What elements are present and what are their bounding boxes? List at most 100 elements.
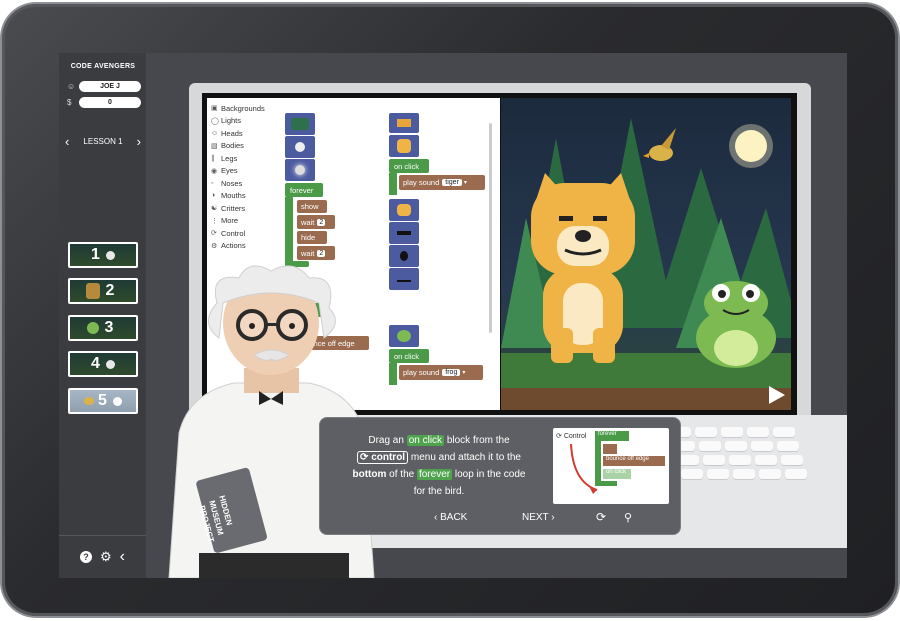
level-3-button[interactable]: 3 [68,315,138,341]
status-dot-icon [112,396,122,406]
reset-icon[interactable]: ⟳ [596,510,607,524]
legs-icon: ∥ [211,155,215,163]
tiger-thumbnail-icon [85,283,100,299]
level-2-button[interactable]: 2 [68,278,138,304]
palette-item-legs[interactable]: ∥Legs [211,153,238,163]
level-number: 5 [98,392,107,409]
light-block[interactable] [285,136,315,158]
chevron-right-icon: › [548,512,555,523]
play-icon[interactable] [769,386,785,404]
palette-item-control[interactable]: ⟳Control [211,228,246,238]
preview-bounce: bounce off edge [603,456,665,466]
hint-bulb-icon[interactable]: ⚲ [624,512,633,524]
palette-item-actions[interactable]: ⚙Actions [211,241,246,251]
sidebar-footer: ? ⚙ ‹ [59,535,146,578]
more-icon: ⋮ [211,217,218,225]
tiger-legs-block[interactable] [389,113,419,133]
coins-count: 0 [79,96,141,108]
dropdown-icon: ▾ [462,370,466,376]
level-number: 1 [91,246,100,263]
next-button[interactable]: NEXT › [522,512,555,523]
palette-item-noses[interactable]: ◦Noses [211,178,243,188]
instruction-panel: Drag an on click block from the ⟳ contro… [319,417,681,535]
control-icon: ⟳ [211,230,217,238]
preview-forever-arm [595,441,601,481]
actions-icon: ⚙ [211,242,218,250]
workspace-scrollbar[interactable] [489,123,492,333]
preview-forever: forever [595,431,629,441]
mouth-icon: ◑ [211,192,216,200]
critter-icon: ☯ [211,205,218,213]
chevron-left-icon: ‹ [434,512,441,523]
bird-sprite [643,128,676,161]
hint-preview: ⟳ Control forever bounce off edge on cli… [553,428,669,504]
forest-scene [501,118,791,410]
nose-icon: ◦ [211,179,214,187]
forever-block-arm [285,197,293,263]
user-icon: ☺ [67,81,76,91]
control-highlight: ⟳ control [357,451,409,464]
app-screen: CODE AVENGERS ☺ JOE J $ 0 ‹ LESSON 1 › 1… [59,53,847,578]
tiger-head-block[interactable] [389,135,419,157]
level-1-button[interactable]: 1 [68,242,138,268]
preview-on-click: on click [603,469,631,479]
preview-move [603,444,617,454]
show-block[interactable]: show [297,200,327,213]
palette-item-mouths[interactable]: ◑Mouths [211,191,246,201]
frog-sprite [696,281,776,368]
logo: CODE AVENGERS [70,63,136,70]
user-name: JOE J [79,80,141,92]
sidebar: CODE AVENGERS ☺ JOE J $ 0 ‹ LESSON 1 › 1… [59,53,146,578]
palette-item-critters[interactable]: ☯Critters [211,203,246,213]
tiger-sprite [531,173,635,363]
keyboard-keys [659,427,819,497]
bulb-icon: ◯ [211,117,219,125]
instruction-text: Drag an on click block from the ⟳ contro… [352,435,526,497]
hide-block[interactable]: hide [297,231,327,244]
control-icon: ⟳ [360,452,372,463]
palette-item-heads[interactable]: ☺Heads [211,128,243,138]
palette-item-backgrounds[interactable]: ▣Backgrounds [211,103,265,113]
dropdown-icon: ▾ [463,180,467,186]
level-5-button[interactable]: 5 [68,388,138,414]
gear-icon[interactable]: ⚙ [100,549,112,564]
next-lesson-icon[interactable]: › [136,133,141,149]
mouth-block[interactable] [389,268,419,290]
frog-sprite-block[interactable] [389,325,419,347]
preview-forever-foot [595,481,617,486]
on-click-block-2[interactable]: on click [389,349,429,363]
palette-item-eyes[interactable]: ◉Eyes [211,166,238,176]
palette-item-more[interactable]: ⋮More [211,216,239,226]
palette-item-lights[interactable]: ◯Lights [211,116,242,126]
drag-arrow-icon [570,443,598,494]
tiger-face-block[interactable] [389,199,419,221]
image-icon: ▣ [211,105,218,113]
prev-lesson-icon[interactable]: ‹ [65,133,70,149]
forever-block-foot [285,261,309,267]
status-dot-icon [105,359,115,369]
nose-block[interactable] [389,245,419,267]
collapse-icon[interactable]: ‹ [119,548,125,565]
eyes-block[interactable] [389,222,419,244]
back-button[interactable]: ‹ BACK [434,512,468,523]
light-block-2[interactable] [285,159,315,181]
on-click-block-1[interactable]: on click [389,159,429,173]
on-click-block-1-arm [389,173,397,195]
on-click-highlight: on click [406,435,445,446]
help-icon[interactable]: ? [80,551,92,563]
forever-block[interactable]: forever [285,183,323,197]
status-dot-icon [105,250,115,260]
level-4-button[interactable]: 4 [68,351,138,377]
frog-thumbnail-icon [86,322,99,334]
stage-canvas[interactable] [501,98,791,410]
level-number: 3 [104,319,114,336]
body-icon: ▧ [211,142,218,150]
palette-item-bodies[interactable]: ▧Bodies [211,141,244,151]
level-number: 2 [105,282,115,299]
background-block[interactable] [285,113,315,135]
eye-icon: ◉ [211,167,218,175]
